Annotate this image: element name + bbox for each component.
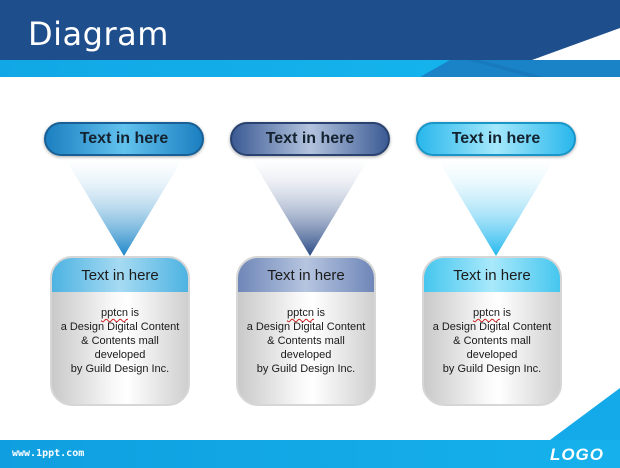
- brand-word: pptcn: [473, 307, 500, 319]
- diagram-column-2: Text in here Text in here pptcn is a Des…: [226, 120, 396, 410]
- column-2-card-body: pptcn is a Design Digital Content & Cont…: [238, 292, 374, 376]
- brand-word: pptcn: [101, 307, 128, 319]
- body-line: a Design Digital Content: [432, 321, 552, 333]
- column-2-funnel: [251, 158, 369, 256]
- column-1-card-body: pptcn is a Design Digital Content & Cont…: [52, 292, 188, 376]
- body-line: by Guild Design Inc.: [442, 363, 542, 375]
- body-line: developed: [466, 349, 518, 361]
- column-3-card: Text in here pptcn is a Design Digital C…: [422, 256, 562, 406]
- header-band: [0, 0, 620, 60]
- body-line: & Contents mall: [81, 335, 159, 347]
- column-1-pill[interactable]: Text in here: [44, 122, 204, 156]
- body-line: a Design Digital Content: [246, 321, 366, 333]
- column-3-funnel: [437, 158, 555, 256]
- column-3-card-body: pptcn is a Design Digital Content & Cont…: [424, 292, 560, 376]
- column-2-card-title: Text in here: [238, 258, 374, 292]
- column-2-pill[interactable]: Text in here: [230, 122, 390, 156]
- column-3-card-title: Text in here: [424, 258, 560, 292]
- body-line: by Guild Design Inc.: [70, 363, 170, 375]
- diagram-column-3: Text in here Text in here pptcn is a Des…: [412, 120, 582, 410]
- body-line: & Contents mall: [267, 335, 345, 347]
- body-line: developed: [94, 349, 146, 361]
- body-line: is: [317, 307, 325, 319]
- body-line: is: [503, 307, 511, 319]
- footer-band: [0, 440, 620, 468]
- column-1-card: Text in here pptcn is a Design Digital C…: [50, 256, 190, 406]
- footer-corner-decoration: [550, 388, 620, 440]
- brand-word: pptcn: [287, 307, 314, 319]
- footer-url[interactable]: www.1ppt.com: [12, 448, 85, 459]
- logo: LOGO: [549, 445, 604, 464]
- diagram-column-1: Text in here Text in here pptcn is a Des…: [40, 120, 210, 410]
- column-2-card: Text in here pptcn is a Design Digital C…: [236, 256, 376, 406]
- column-3-pill[interactable]: Text in here: [416, 122, 576, 156]
- column-1-card-title: Text in here: [52, 258, 188, 292]
- header-notch-decoration: [420, 28, 620, 77]
- slide-title: Diagram: [28, 15, 169, 53]
- body-line: a Design Digital Content: [60, 321, 180, 333]
- body-line: & Contents mall: [453, 335, 531, 347]
- body-line: is: [131, 307, 139, 319]
- body-line: by Guild Design Inc.: [256, 363, 356, 375]
- column-1-funnel: [65, 158, 183, 256]
- body-line: developed: [280, 349, 332, 361]
